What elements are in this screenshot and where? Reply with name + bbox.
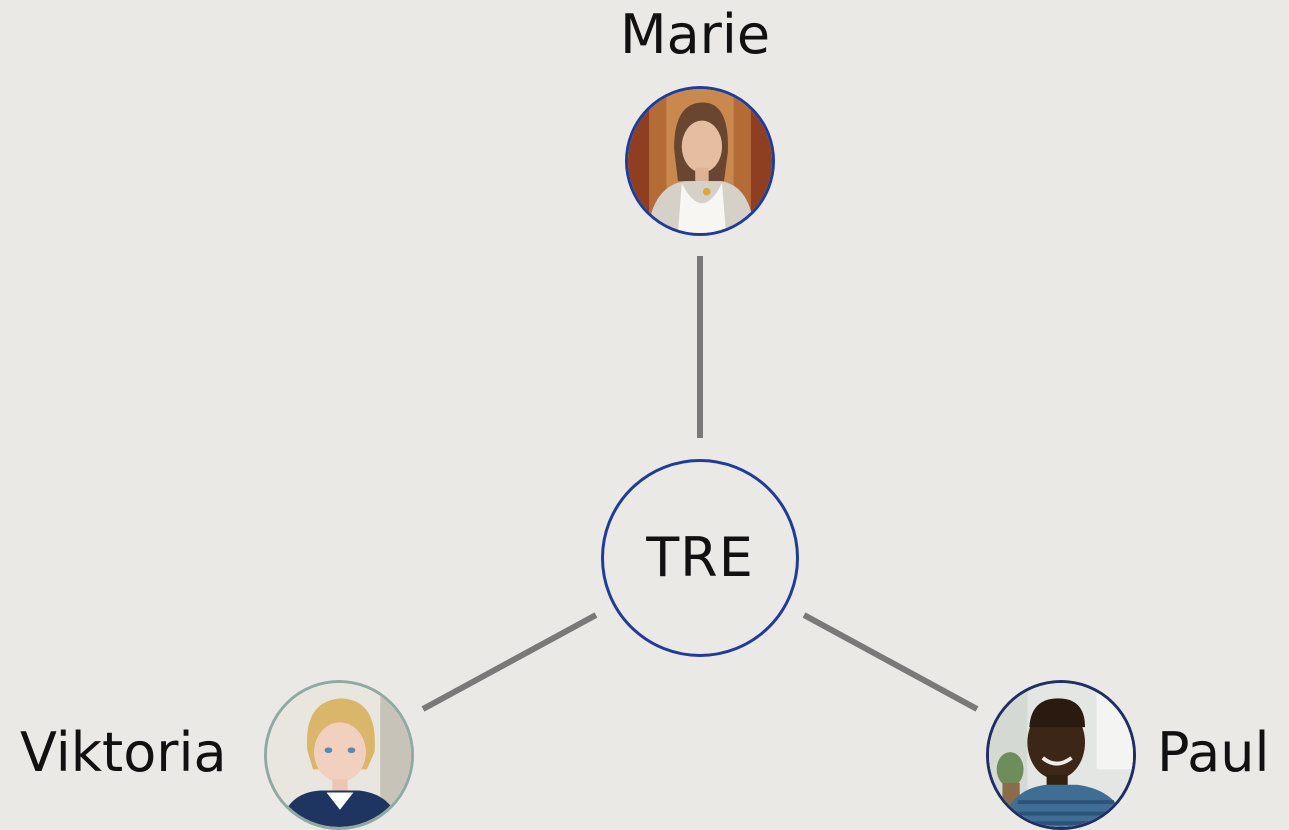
center-label: TRE bbox=[646, 526, 754, 589]
connector-right bbox=[802, 612, 979, 712]
person-name-marie: Marie bbox=[620, 3, 771, 66]
center-node: TRE bbox=[601, 459, 799, 657]
avatar-marie bbox=[625, 86, 775, 236]
avatar-paul bbox=[986, 680, 1136, 830]
avatar-viktoria bbox=[264, 680, 414, 830]
person-name-paul: Paul bbox=[1157, 721, 1270, 784]
connector-left bbox=[421, 612, 598, 712]
photo-viktoria bbox=[267, 683, 411, 827]
photo-paul bbox=[989, 683, 1133, 827]
person-name-viktoria: Viktoria bbox=[20, 721, 227, 784]
photo-marie bbox=[628, 89, 772, 233]
